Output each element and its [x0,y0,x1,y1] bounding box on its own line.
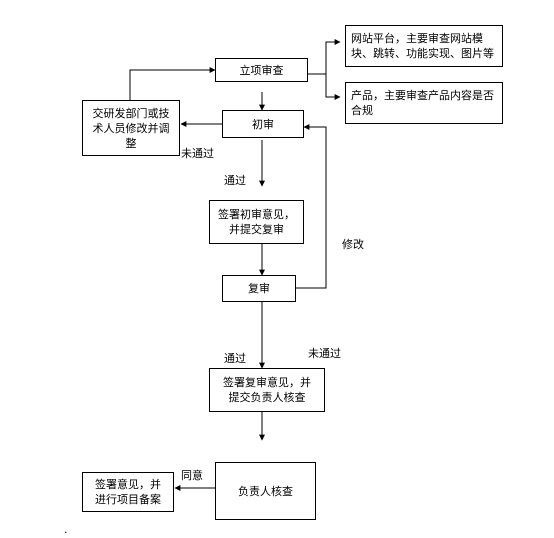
node-sign-record: 签署意见，并进行项目备案 [82,472,174,512]
arrow-revise-to-lixiang [129,67,216,100]
label-not-passed-1: 未通过 [181,147,214,160]
node-sign-second: 签署复审意见，并提交负责人核查 [209,368,325,412]
node-owner-check: 负责人核查 [215,462,316,520]
arrow-branch-to-website [325,39,341,74]
label-passed-2: 通过 [224,352,246,365]
label-modify: 修改 [342,238,364,251]
node-revise: 交研发部门或技术人员修改并调整 [82,100,180,156]
node-product: 产品，主要审查产品内容是否合规 [345,82,503,124]
node-website: 网站平台，主要审查网站模块、跳转、功能实现、图片等 [345,25,503,67]
label-agree: 同意 [181,469,203,482]
node-fushen: 复审 [222,275,296,302]
node-lixiang: 立项审查 [215,58,308,82]
label-not-passed-2: 未通过 [308,347,341,360]
label-passed-1: 通过 [224,174,246,187]
node-chushen: 初审 [222,110,304,138]
arrow-branch-to-product [325,74,341,100]
arrow-fushen-to-chushen [296,124,327,289]
node-sign-first: 签署初审意见，并提交复审 [209,200,304,244]
footnote-dot: . [64,523,68,536]
